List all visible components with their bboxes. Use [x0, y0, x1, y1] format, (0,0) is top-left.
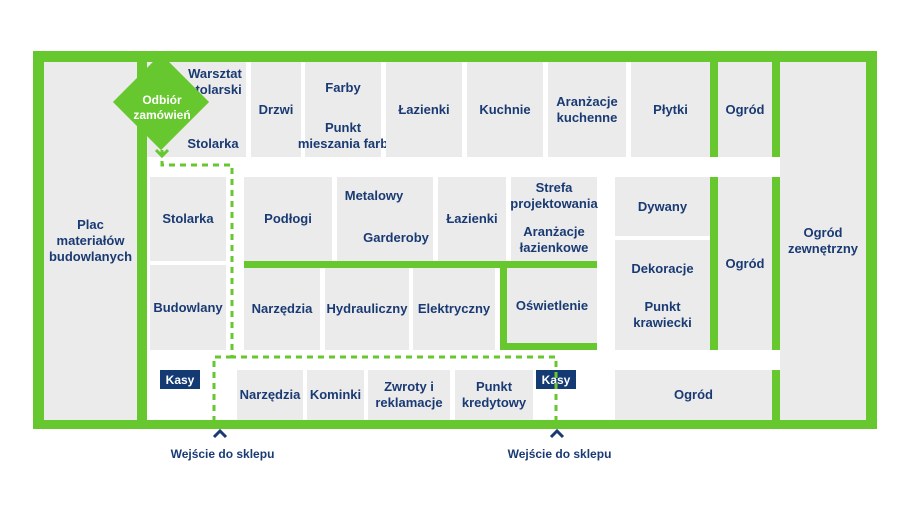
zone-podlogi[interactable]: Podłogi — [244, 177, 332, 261]
zone-narzedzia-bottom-label: Narzędzia — [239, 387, 301, 402]
wall-bottom — [33, 420, 877, 429]
entrance-left-chevron-icon — [212, 428, 228, 439]
zone-garderoby-label: Garderoby — [363, 230, 429, 245]
zone-warsztat-label: Warsztat stolarski — [188, 66, 242, 97]
zone-aranzacje-kuchenne-label: Aranżacje kuchenne — [556, 93, 618, 125]
pickup-label[interactable]: Odbiór zamówień — [133, 93, 191, 122]
zone-narzedzia-bottom[interactable]: Narzędzia — [237, 370, 303, 420]
zone-kominki-label: Kominki — [309, 387, 362, 402]
wall-ogrod-right — [772, 62, 780, 157]
zone-hydrauliczny[interactable]: Hydrauliczny — [325, 268, 409, 350]
zone-oswietlenie-label: Oświetlenie — [515, 297, 589, 313]
zone-ogrod-bottom[interactable]: Ogród — [615, 370, 772, 420]
zone-zwroty[interactable]: Zwroty i reklamacje — [368, 370, 450, 420]
zone-ogrod-mid[interactable]: Ogród — [718, 177, 772, 350]
wall-ogrod-left — [710, 62, 718, 157]
zone-ogrod-bottom-label: Ogród — [674, 387, 713, 402]
zone-ogrod-zewnetrzny[interactable]: Ogród zewnętrzny — [780, 62, 866, 420]
zone-punkt-kredytowy[interactable]: Punkt kredytowy — [455, 370, 533, 420]
entrance-right-label[interactable]: Wejście do sklepu — [507, 447, 612, 461]
wall-oswietlenie-bottom — [500, 343, 597, 350]
zone-narzedzia-mid[interactable]: Narzędzia — [244, 268, 320, 350]
zone-punkt-farb-label: Punkt mieszania farb — [297, 120, 389, 151]
zone-hydrauliczny-label: Hydrauliczny — [326, 301, 408, 316]
zone-aranzacje-lazienkowe-label: Aranżacje łazienkowe — [519, 224, 589, 255]
zone-narzedzia-mid-label: Narzędzia — [251, 301, 313, 316]
zone-plac-label: Plac materiałów budowlanych — [48, 217, 133, 264]
zone-oswietlenie[interactable]: Oświetlenie — [507, 268, 597, 343]
zone-plytki[interactable]: Płytki — [631, 62, 710, 157]
wall-mid-horizontal — [244, 261, 597, 268]
entrance-right-chevron-icon — [549, 428, 565, 439]
wall-top — [33, 51, 877, 62]
path-left-entry — [212, 355, 232, 420]
zone-zwroty-label: Zwroty i reklamacje — [375, 379, 443, 410]
zone-kuchnie[interactable]: Kuchnie — [467, 62, 543, 157]
zone-plytki-label: Płytki — [653, 101, 688, 117]
zone-budowlany-label: Budowlany — [153, 299, 223, 315]
zone-drzwi[interactable]: Drzwi — [251, 62, 301, 157]
zone-podlogi-label: Podłogi — [264, 211, 312, 226]
wall-ogrod-right-bot — [772, 370, 780, 420]
zone-plac[interactable]: Plac materiałów budowlanych — [44, 62, 137, 420]
zone-lazienki-mid-label: Łazienki — [446, 211, 498, 226]
zone-dywany-label: Dywany — [637, 198, 688, 214]
zone-kuchnie-label: Kuchnie — [479, 101, 531, 117]
wall-oswietlenie-left — [500, 268, 507, 350]
zone-strefa-label: Strefa projektowania — [510, 180, 598, 211]
zone-elektryczny-label: Elektryczny — [417, 301, 491, 316]
zone-ogrod-top[interactable]: Ogród — [718, 62, 772, 157]
zone-farby[interactable] — [305, 62, 381, 157]
zone-budowlany[interactable]: Budowlany — [150, 265, 226, 350]
zone-drzwi-label: Drzwi — [258, 101, 294, 117]
zone-elektryczny[interactable]: Elektryczny — [413, 268, 495, 350]
zone-ogrod-mid-label: Ogród — [725, 255, 765, 271]
zone-lazienki-top[interactable]: Łazienki — [386, 62, 462, 157]
zone-stolarka-top-label: Stolarka — [187, 136, 239, 151]
pickup-arrow-icon — [154, 148, 170, 159]
zone-metalowy-label: Metalowy — [344, 188, 404, 203]
kasy-left[interactable]: Kasy — [160, 370, 200, 389]
zone-strefa[interactable] — [511, 177, 597, 261]
wall-ogrod-left-mid — [710, 177, 718, 350]
kasy-right[interactable]: Kasy — [536, 370, 576, 389]
path-line — [160, 150, 558, 420]
zone-stolarka-mid-label: Stolarka — [162, 211, 214, 226]
zone-metalowy[interactable] — [337, 177, 433, 261]
zone-punkt-kredytowy-label: Punkt kredytowy — [461, 379, 527, 410]
zone-punkt-krawiecki-label: Punkt krawiecki — [633, 299, 692, 330]
zone-aranzacje-kuchenne[interactable]: Aranżacje kuchenne — [548, 62, 626, 157]
zone-farby-label: Farby — [325, 80, 361, 95]
wall-ogrod-right-mid — [772, 177, 780, 350]
wall-plac — [137, 62, 147, 420]
zone-stolarka-mid[interactable]: Stolarka — [150, 177, 226, 261]
zone-ogrod-top-label: Ogród — [725, 101, 765, 117]
entrance-left-label[interactable]: Wejście do sklepu — [170, 447, 275, 461]
zone-lazienki-top-label: Łazienki — [398, 101, 450, 117]
zone-dywany[interactable]: Dywany — [615, 177, 710, 236]
zone-kominki[interactable]: Kominki — [307, 370, 364, 420]
zone-dekoracje[interactable] — [615, 240, 710, 350]
zone-lazienki-mid[interactable]: Łazienki — [438, 177, 506, 261]
wall-right — [866, 51, 877, 429]
zone-dekoracje-label: Dekoracje — [631, 261, 694, 276]
wall-left — [33, 51, 44, 429]
zone-ogrod-zewnetrzny-label: Ogród zewnętrzny — [787, 225, 859, 256]
